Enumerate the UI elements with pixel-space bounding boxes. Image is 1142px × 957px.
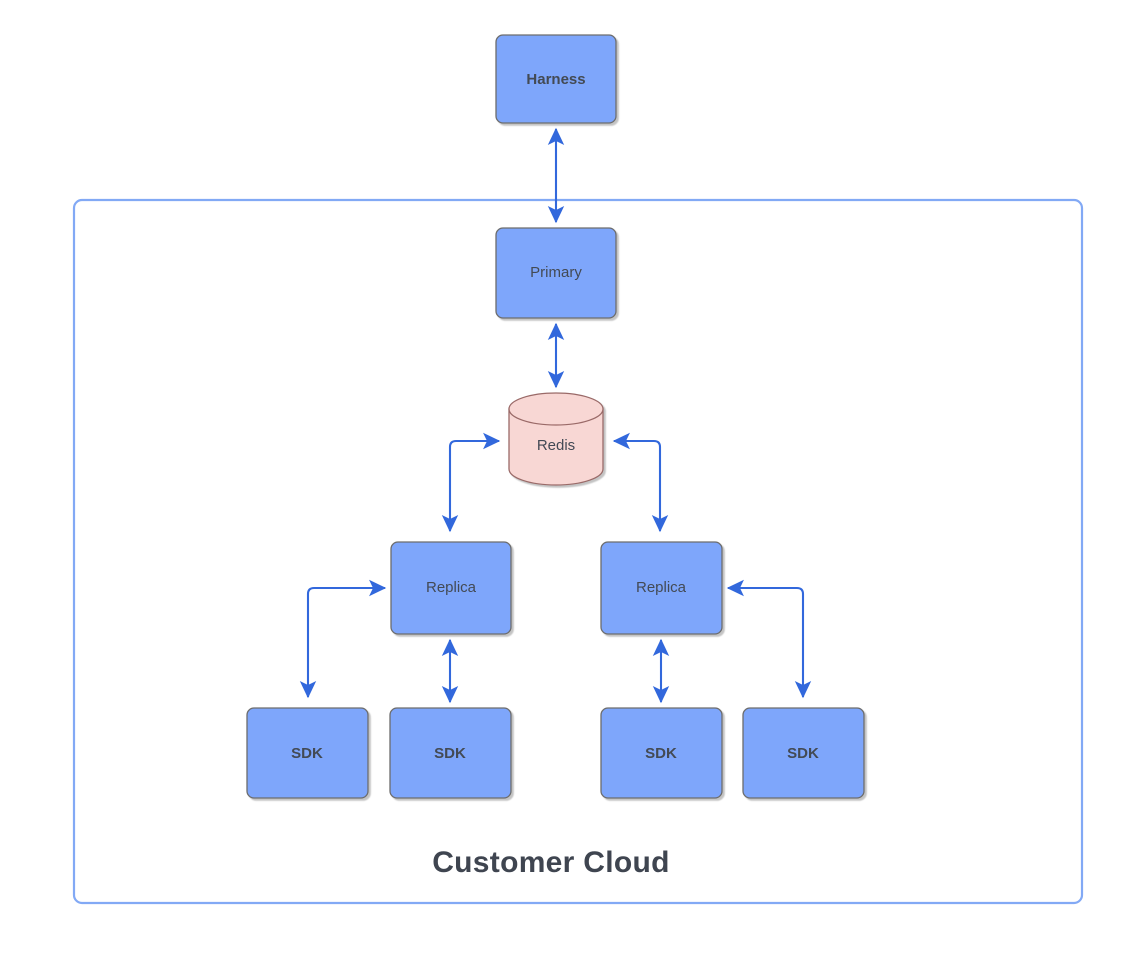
edge-replica-right-sdk-4[interactable] — [726, 579, 812, 699]
node-sdk-1[interactable]: SDK — [246, 707, 369, 799]
edge-replica-left-sdk-1[interactable] — [299, 579, 387, 699]
edge-layer — [299, 127, 812, 704]
edge-redis-replica-left[interactable] — [441, 432, 501, 533]
node-replica-left[interactable]: Replica — [390, 541, 512, 635]
customer-cloud-boundary — [72, 198, 1084, 905]
replica-left-box — [390, 541, 512, 635]
sdk-3-box — [600, 707, 723, 799]
sdk-4-box — [742, 707, 865, 799]
customer-cloud-container[interactable]: Customer Cloud — [72, 198, 1084, 905]
node-redis-datastore[interactable]: Redis — [508, 392, 604, 486]
replica-right-box — [600, 541, 723, 635]
harness-box — [495, 34, 617, 124]
redis-cylinder-top — [508, 392, 604, 426]
redis-cylinder-body — [508, 408, 604, 486]
customer-cloud-title: Customer Cloud — [432, 846, 670, 879]
primary-box — [495, 227, 617, 319]
edge-redis-replica-right[interactable] — [612, 432, 669, 533]
sdk-1-box — [246, 707, 369, 799]
node-sdk-4[interactable]: SDK — [742, 707, 865, 799]
node-harness[interactable]: Harness — [495, 34, 617, 124]
node-sdk-3[interactable]: SDK — [600, 707, 723, 799]
node-primary[interactable]: Primary — [495, 227, 617, 319]
node-replica-right[interactable]: Replica — [600, 541, 723, 635]
sdk-2-box — [389, 707, 512, 799]
node-sdk-2[interactable]: SDK — [389, 707, 512, 799]
